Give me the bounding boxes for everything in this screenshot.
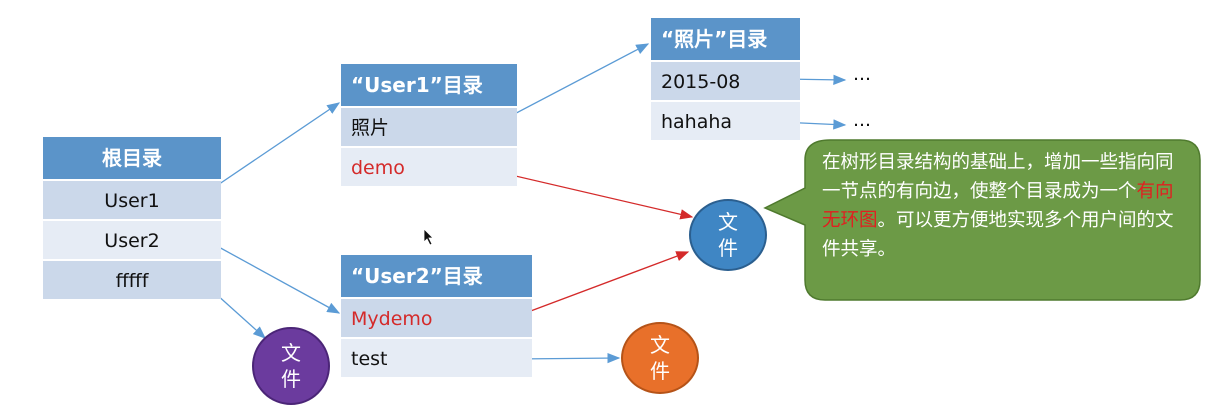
callout-text-before: 在树形目录结构的基础上，增加一些指向同一节点的有向边，使整个目录成为一个	[822, 152, 1174, 202]
root-row-user1[interactable]: User1	[43, 179, 221, 219]
callout-text: 在树形目录结构的基础上，增加一些指向同一节点的有向边，使整个目录成为一个有向无环…	[822, 148, 1184, 264]
root-directory-header: 根目录	[43, 137, 221, 179]
file-node-blue-label: 文件	[718, 210, 738, 260]
mouse-cursor-icon	[423, 228, 434, 246]
user2-directory-table: “User2”目录 Mydemo test	[341, 255, 532, 377]
user1-directory-header: “User1”目录	[341, 64, 517, 106]
file-node-purple-label: 文件	[281, 341, 301, 391]
ellipsis-2: …	[853, 110, 871, 131]
file-node-orange[interactable]: 文件	[621, 322, 699, 394]
user2-row-mydemo[interactable]: Mydemo	[341, 297, 532, 337]
user1-directory-table: “User1”目录 照片 demo	[341, 64, 517, 186]
photo-row-2015-08[interactable]: 2015-08	[651, 60, 800, 100]
photo-directory-table: “照片”目录 2015-08 hahaha	[651, 18, 800, 140]
callout-highlight: 有向无环图	[822, 181, 1174, 231]
file-node-purple[interactable]: 文件	[252, 327, 330, 405]
user2-row-test[interactable]: test	[341, 337, 532, 377]
photo-directory-header: “照片”目录	[651, 18, 800, 60]
user2-directory-header: “User2”目录	[341, 255, 532, 297]
root-directory-table: 根目录 User1 User2 fffff	[43, 137, 221, 299]
arrow-photo-to-photodir	[502, 43, 650, 121]
arrow-user2-to-user2dir	[205, 239, 341, 314]
root-row-fffff[interactable]: fffff	[43, 259, 221, 299]
arrow-demo-to-file	[506, 173, 694, 220]
callout-text-after: 。可以更方便地实现多个用户间的文件共享。	[822, 210, 1174, 260]
file-node-orange-label: 文件	[650, 333, 670, 383]
file-node-blue[interactable]: 文件	[689, 199, 767, 271]
root-row-user2[interactable]: User2	[43, 219, 221, 259]
ellipsis-1: …	[853, 64, 871, 85]
photo-row-hahaha[interactable]: hahaha	[651, 100, 800, 140]
arrow-user1-to-user1dir	[205, 102, 341, 194]
user1-row-photo[interactable]: 照片	[341, 106, 517, 146]
arrow-mydemo-to-file	[511, 251, 690, 319]
user1-row-demo[interactable]: demo	[341, 146, 517, 186]
callout-bubble	[763, 139, 1201, 301]
